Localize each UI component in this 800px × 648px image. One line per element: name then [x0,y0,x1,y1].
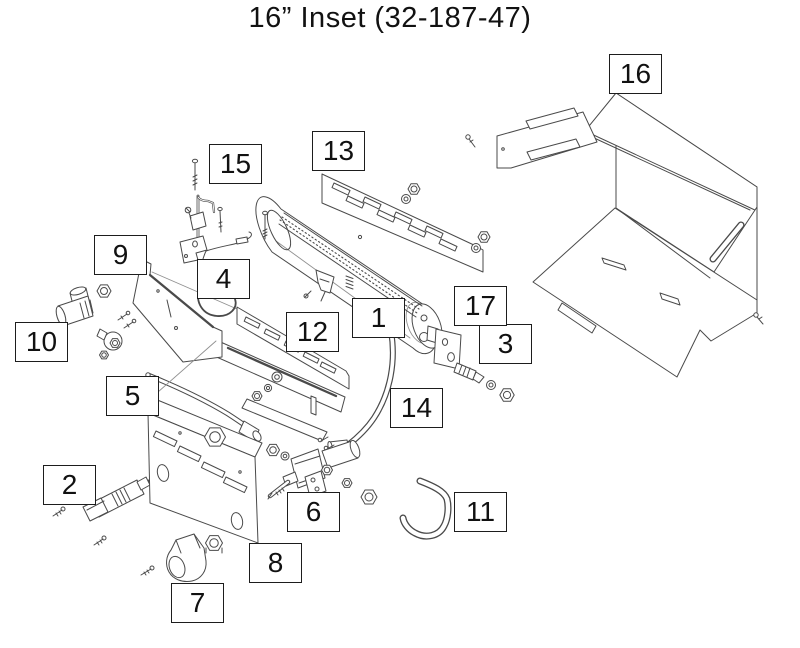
callout-label: 9 [112,239,129,270]
part-10-elbow-union [55,284,137,360]
part-6-gas-valve [266,439,378,505]
callout-part-13: 13 [312,131,365,171]
callout-part-6: 6 [287,492,340,532]
callout-label: 12 [296,316,329,347]
callout-label: 7 [189,587,206,618]
callout-label: 13 [322,135,355,166]
callout-part-17: 17 [454,286,507,326]
callout-label: 15 [219,148,252,179]
callout-part-2: 2 [43,465,96,505]
part-7-cowl-bracket [140,533,223,582]
part-17-bracket [426,325,462,370]
part-4-ignition-bracket [179,231,252,317]
part-16-convection-box [465,92,764,378]
part-13-baffle-plate [321,173,484,273]
callout-label: 8 [267,547,284,578]
callout-label: 4 [215,263,232,294]
callout-part-16: 16 [609,54,662,94]
part-3-injector [453,362,515,402]
callout-label: 10 [25,326,58,357]
callout-part-3: 3 [479,324,532,364]
callout-label: 3 [497,328,514,359]
callout-label: 17 [464,290,497,321]
diagram-title: 16” Inset (32-187-47) [248,2,532,34]
callout-part-14: 14 [390,388,443,428]
callout-part-10: 10 [15,322,68,362]
part-2-piezo-igniter [52,476,153,546]
callout-part-12: 12 [286,312,339,352]
callout-part-11: 11 [454,492,507,532]
part-15-electrode-screws [184,158,223,242]
part-9-side-bracket [132,260,223,363]
part-14-supply-pipe [317,328,396,456]
callout-part-1: 1 [352,298,405,338]
callout-label: 5 [124,380,141,411]
callout-label: 11 [465,496,496,527]
callout-part-7: 7 [171,583,224,623]
callout-label: 1 [370,302,387,333]
callout-part-15: 15 [209,144,262,184]
callout-part-8: 8 [249,543,302,583]
part-8-front-panel [147,340,263,544]
callout-label: 2 [61,469,78,500]
part-11-handle [399,477,452,540]
callout-label: 16 [619,58,652,89]
callout-label: 6 [305,496,322,527]
callout-part-5: 5 [106,376,159,416]
callout-part-4: 4 [197,259,250,299]
callout-label: 14 [400,392,433,423]
callout-part-9: 9 [94,235,147,275]
